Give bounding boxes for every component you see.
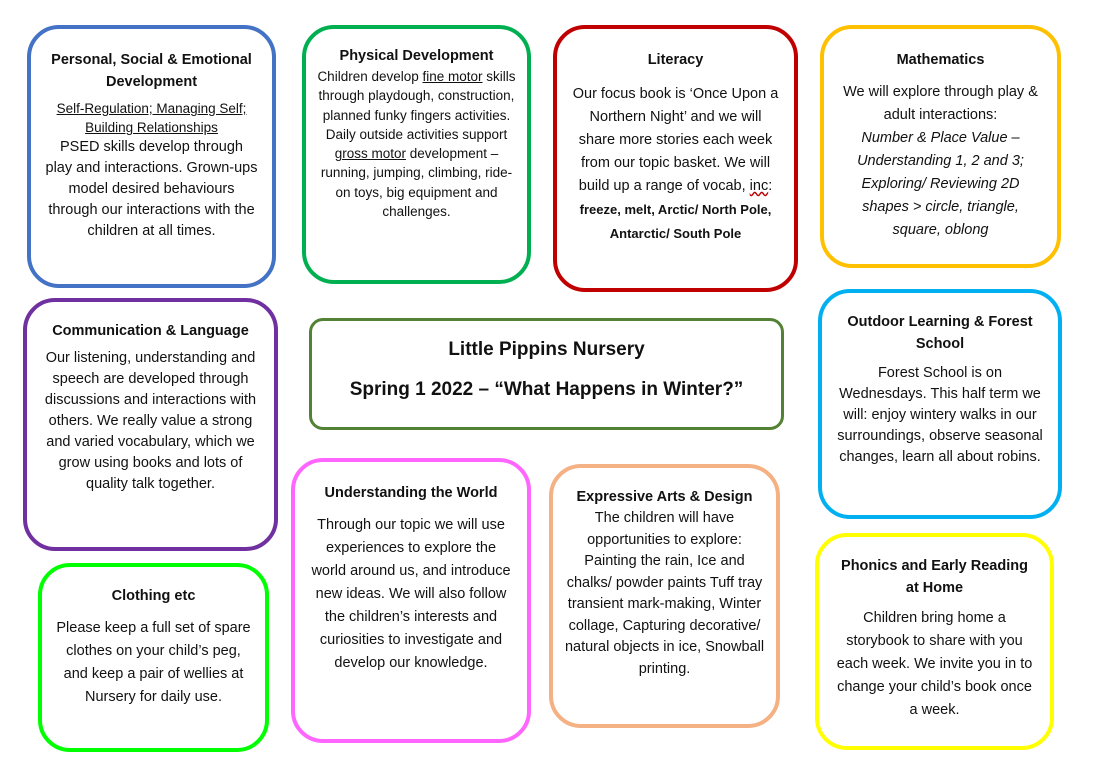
outdoor-text: Forest School is on Wednesdays. This hal… [837, 365, 1043, 465]
literacy-colon: : [768, 178, 773, 194]
psed-text: PSED skills develop through play and int… [45, 139, 258, 239]
maths-italic: Number & Place Value – Understanding 1, … [857, 130, 1024, 238]
page-subtitle: Spring 1 2022 – “What Happens in Winter?… [349, 379, 744, 400]
expressive-arts-box: Expressive Arts & Design The children wi… [549, 464, 780, 728]
physical-text-2: skills through playdough, construction, … [318, 69, 516, 142]
clothing-title: Clothing etc [111, 588, 196, 604]
phonics-title: Phonics and Early Reading at Home [841, 558, 1028, 596]
page-title: Little Pippins Nursery [448, 339, 645, 360]
psed-title: Personal, Social & Emotional Development [51, 52, 252, 90]
maths-text: We will explore through play & adult int… [843, 84, 1038, 123]
maths-title: Mathematics [896, 52, 985, 68]
fine-motor: fine motor [422, 69, 483, 84]
literacy-inc: inc [749, 178, 769, 194]
literacy-box: Literacy Our focus book is ‘Once Upon a … [553, 25, 798, 292]
outdoor-title: Outdoor Learning & Forest School [847, 314, 1033, 352]
arts-title: Expressive Arts & Design [576, 489, 753, 505]
physical-text: Children develop fine motor skills throu… [316, 67, 517, 221]
understanding-world-box: Understanding the World Through our topi… [291, 458, 531, 743]
clothing-box: Clothing etc Please keep a full set of s… [38, 563, 269, 752]
outdoor-learning-box: Outdoor Learning & Forest School Forest … [818, 289, 1062, 519]
communication-box: Communication & Language Our listening, … [23, 298, 278, 551]
communication-text: Our listening, understanding and speech … [44, 350, 257, 492]
literacy-text-1: Our focus book is ‘Once Upon a Northern … [572, 86, 779, 194]
physical-title: Physical Development [339, 48, 494, 64]
arts-text: The children will have opportunities to … [564, 510, 765, 677]
literacy-text: Our focus book is ‘Once Upon a Northern … [571, 83, 780, 246]
clothing-text: Please keep a full set of spare clothes … [56, 620, 251, 705]
psed-subtitle: Self-Regulation; Managing Self; Building… [56, 101, 247, 135]
literacy-vocab: freeze, melt, Arctic/ North Pole, Antarc… [579, 202, 772, 241]
physical-development-box: Physical Development Children develop fi… [302, 25, 531, 284]
communication-title: Communication & Language [52, 323, 249, 339]
phonics-box: Phonics and Early Reading at Home Childr… [815, 533, 1054, 750]
literacy-title: Literacy [647, 52, 704, 68]
mathematics-box: Mathematics We will explore through play… [820, 25, 1061, 268]
psed-box: Personal, Social & Emotional Development… [27, 25, 276, 288]
phonics-text: Children bring home a storybook to share… [836, 610, 1033, 718]
physical-text-1: Children develop [317, 69, 423, 84]
world-text: Through our topic we will use experience… [311, 517, 511, 671]
gross-motor: gross motor [334, 146, 406, 162]
title-box: Little Pippins Nursery Spring 1 2022 – “… [309, 318, 784, 430]
world-title: Understanding the World [324, 485, 498, 501]
physical-text-3: development – running, jumping, climbing… [320, 146, 513, 220]
